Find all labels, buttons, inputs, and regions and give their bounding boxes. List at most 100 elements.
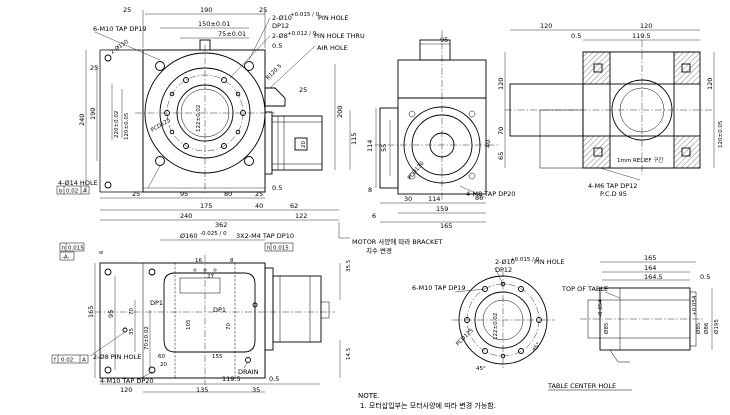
note-line1: 1. 모터삽입부는 모터사양에 따라 변경 가능함.	[360, 401, 496, 410]
bottom-pin-a	[122, 327, 128, 333]
bt-left95: 95	[107, 310, 115, 318]
bv-h70: 70	[497, 127, 505, 135]
sd-w30: 30	[404, 195, 412, 203]
tv-a450: 45°	[476, 366, 486, 372]
bottom-gdt-h2: h 0.015	[264, 242, 294, 252]
note-title: NOTE.	[358, 392, 380, 400]
bt-left20: 20	[160, 362, 167, 368]
bottom-gdt-f: f 0.02 A	[51, 354, 89, 364]
bottom-gdt-h: h 0.015 -A-	[59, 242, 85, 261]
front-corner-hole-tl	[155, 61, 165, 71]
front-o14-label: 4-Ø14 HOLE	[58, 179, 98, 187]
gdt-flat-v: 0.02	[66, 189, 78, 195]
ts-stem	[587, 299, 601, 339]
fd-bot80: 80	[224, 190, 232, 198]
bt-top16: 16	[195, 258, 202, 264]
bv-w120: 120	[540, 22, 552, 30]
bottom-bracket	[264, 267, 274, 351]
fd-bot62: 62	[290, 202, 298, 210]
fd-right115: 115	[350, 133, 358, 145]
front-pin8-tol: +0.012 / 0	[287, 31, 317, 37]
table-view: 6-M10 TAP DP19 2-Ø10 +0.015 / 0 PIN HOLE…	[412, 257, 565, 372]
bt-dp1-left: DP1	[150, 299, 163, 307]
fd-left120: 120±0.05	[124, 112, 130, 140]
bt-m10: 4-M10 TAP DP20	[100, 377, 154, 385]
bottom-hole-bl	[104, 366, 112, 374]
air-fitting	[199, 39, 211, 51]
air-hole-notch	[264, 87, 286, 107]
fd-right200: 200	[336, 106, 344, 118]
bottom-hole-tl	[104, 268, 112, 276]
gdt-f: f	[54, 358, 57, 364]
front-122-label: 122±0.02	[196, 105, 202, 132]
bt-left165: 165	[87, 306, 95, 318]
bottom-view: Ø160 -0.025 / 0 3X2-M4 TAP DP10 DP1 DP1 …	[51, 231, 352, 394]
fd-top25a: 25	[123, 6, 131, 14]
fd-left190: 190	[89, 108, 97, 120]
ts-caption: TABLE CENTER HOLE	[547, 382, 616, 390]
fd-right25: 25	[299, 86, 307, 94]
front-left-flange	[99, 49, 144, 193]
sd-w165: 165	[440, 222, 452, 230]
front-pin10-tol: +0.015 / 0	[290, 12, 320, 18]
bottom-hole-br	[148, 366, 156, 374]
sd-h40: 40	[484, 140, 492, 148]
tv-a45: 45°	[532, 342, 543, 354]
ts-d85b-tol: +0.054	[692, 295, 698, 316]
bottom-motor-tail	[320, 301, 330, 319]
bracket-note-line1: MOTOR 사양에 따라 BRACKET	[352, 237, 442, 246]
sd-h114: 114	[366, 140, 374, 152]
fd-left25: 25	[90, 64, 98, 72]
tv-m10: 6-M10 TAP DP19	[412, 284, 466, 292]
front-pin10-label: 2-Ø10	[272, 14, 292, 22]
bracket-view: 120 120 0.5 119.5 120 120 70 65 120±0.05…	[497, 22, 724, 198]
gdt-a: -A-	[62, 255, 70, 261]
sd-w159: 159	[436, 205, 448, 213]
front-view: 6-M10 TAP DP19 2-Ø150 2-Ø10 +0.015 / 0 P…	[56, 6, 365, 229]
bt-left60: 60	[158, 354, 165, 360]
fd-d20: 20	[301, 141, 307, 148]
side-view: 95 114 55 40 8 6 30 114 159 165 86 PCD13…	[366, 30, 515, 230]
bv-m6: 4-M6 TAP DP12	[588, 182, 637, 190]
sd-r86: 86	[475, 194, 483, 202]
side-hole-tr	[468, 110, 476, 118]
fd-top25b: 25	[259, 6, 267, 14]
bottom-drain	[245, 357, 251, 363]
front-gdt-frame: b 0.02 A	[56, 185, 90, 195]
tv-pin10-dp: DP12	[495, 266, 512, 274]
bt-bore: Ø160	[180, 232, 198, 240]
side-left-flange	[379, 107, 399, 189]
bt-bot35: 35	[252, 386, 260, 394]
fd-bot240: 240	[180, 212, 192, 220]
bt-pin8: 2-Ø8 PIN HOLE	[93, 353, 141, 361]
note-block: NOTE. 1. 모터삽입부는 모터사양에 따라 변경 가능함.	[358, 392, 496, 410]
bv-relief: 1mm RELIEF 구간	[617, 156, 663, 164]
front-r-label: R120.5	[265, 63, 283, 81]
gdt-h2-val: 0.015	[273, 246, 289, 252]
tv-d122: 122±0.02	[493, 313, 499, 340]
ts-d86: Ø86	[703, 322, 710, 334]
ts-d85b: Ø85	[695, 322, 702, 334]
ts-d195: Ø195	[713, 319, 720, 334]
gdt-f-a: A	[82, 358, 86, 364]
tv-pin10-suffix: PIN HOLE	[534, 258, 565, 266]
bracket-note: MOTOR 사양에 따라 BRACKET 치수 변경	[338, 222, 442, 255]
front-corner-hole-bl	[155, 156, 165, 166]
front-pin10-suffix: PIN HOLE	[318, 14, 349, 22]
bt-drain: DRAIN	[238, 368, 259, 376]
bottom-pin-b	[252, 302, 258, 308]
bv-w120b: 120	[640, 22, 652, 30]
bracket-side-lower	[539, 109, 584, 169]
front-dim-05: 0.5	[272, 42, 282, 50]
fd-bot25: 25	[132, 190, 140, 198]
fd-bot40: 40	[255, 202, 263, 210]
bt-mid70: 70	[226, 323, 232, 330]
fd-bot122: 122	[295, 212, 307, 220]
tv-pin10-tol: +0.015 / 0	[510, 257, 540, 263]
tv-pin10: 2-Ø10	[495, 258, 515, 266]
front-pin8-suffix: PIN HOLE THRU	[314, 32, 365, 40]
side-upper-block	[397, 59, 487, 99]
front-angle-label: 2-Ø150	[109, 38, 130, 56]
ts-w164: 164	[644, 264, 656, 272]
